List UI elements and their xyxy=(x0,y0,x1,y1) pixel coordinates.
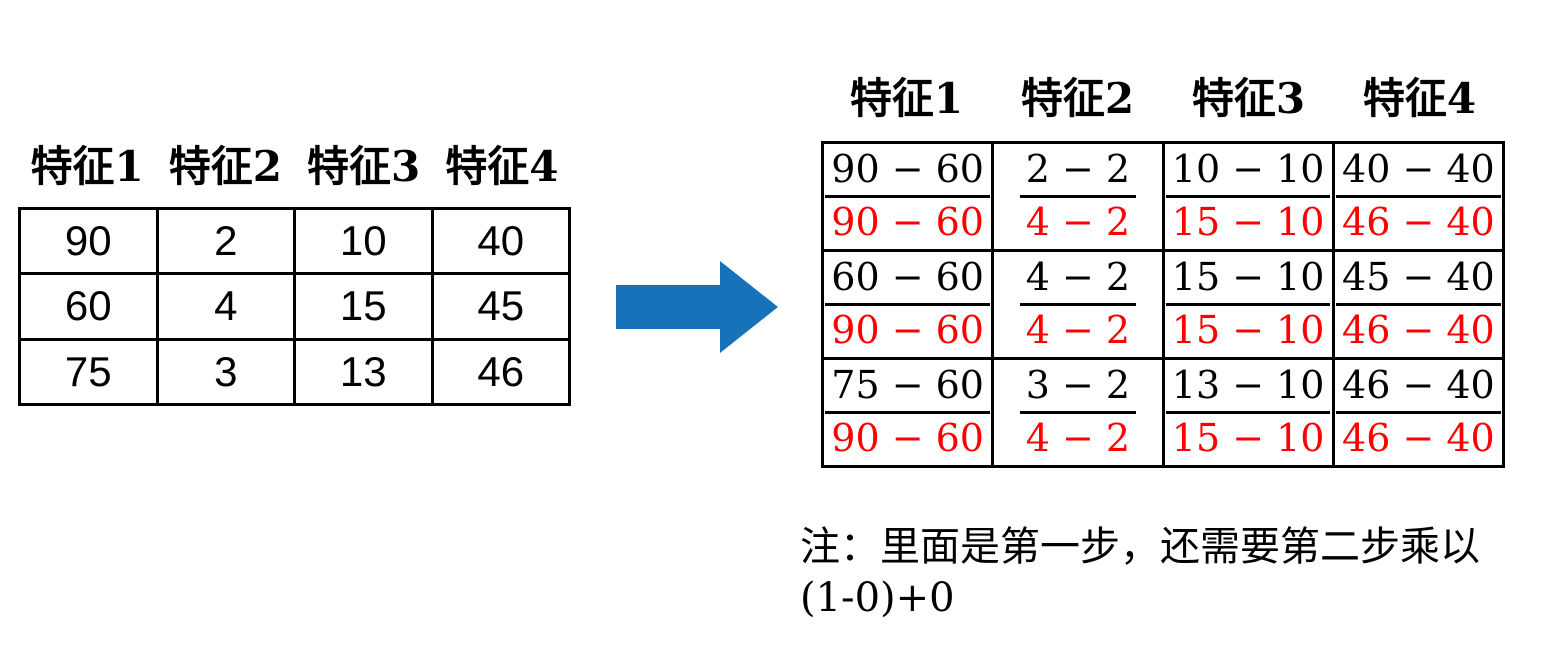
right-arrow-icon xyxy=(616,261,778,353)
fraction-cell: 4 − 2 4 − 2 xyxy=(994,252,1165,360)
fraction-denominator: 4 − 2 xyxy=(1025,200,1131,244)
fraction-cell: 60 − 60 90 − 60 xyxy=(824,252,995,360)
column-header-feature-3: 特征3 xyxy=(1191,73,1306,123)
fraction-denominator: 15 − 10 xyxy=(1171,200,1325,244)
footnote-line-1: 注：里面是第一步，还需要第二步乘以 xyxy=(800,524,1480,570)
fraction: 3 − 2 4 − 2 xyxy=(1019,364,1137,460)
fraction: 90 − 60 90 − 60 xyxy=(825,148,990,244)
table-cell: 2 xyxy=(158,210,296,276)
fraction-numerator: 40 − 40 xyxy=(1336,148,1501,198)
left-table-header-row: 特征1 特征2 特征3 特征4 xyxy=(18,138,571,190)
fraction-cell: 75 − 60 90 − 60 xyxy=(824,360,995,468)
fraction-numerator: 75 − 60 xyxy=(825,364,990,414)
column-header-feature-4: 特征4 xyxy=(1362,73,1477,123)
footnote: 注：里面是第一步，还需要第二步乘以 (1-0)+0 xyxy=(800,522,1530,624)
column-header-feature-4: 特征4 xyxy=(445,141,559,191)
fraction: 40 − 40 46 − 40 xyxy=(1336,148,1501,244)
fraction: 15 − 10 15 − 10 xyxy=(1165,256,1331,352)
fraction-cell: 90 − 60 90 − 60 xyxy=(824,144,995,252)
raw-data-table: 90 2 10 40 60 4 15 45 75 3 13 46 xyxy=(18,207,571,406)
table-cell: 4 xyxy=(158,275,296,341)
footnote-line-2: (1-0)+0 xyxy=(800,575,955,621)
fraction: 45 − 40 46 − 40 xyxy=(1336,256,1501,352)
fraction-denominator: 15 − 10 xyxy=(1171,308,1325,352)
fraction-denominator: 4 − 2 xyxy=(1025,416,1131,460)
fraction-denominator: 46 − 40 xyxy=(1342,200,1495,244)
fraction-numerator: 2 − 2 xyxy=(1019,148,1137,198)
fraction: 2 − 2 4 − 2 xyxy=(1019,148,1137,244)
table-cell: 3 xyxy=(158,340,296,406)
fraction-denominator: 46 − 40 xyxy=(1342,308,1495,352)
fraction-denominator: 90 − 60 xyxy=(831,308,984,352)
fraction-numerator: 13 − 10 xyxy=(1165,364,1331,414)
fraction-numerator: 4 − 2 xyxy=(1019,256,1137,306)
fraction-cell: 2 − 2 4 − 2 xyxy=(994,144,1165,252)
table-cell: 45 xyxy=(433,275,571,341)
table-cell: 60 xyxy=(21,275,159,341)
table-cell: 75 xyxy=(21,340,159,406)
table-cell: 40 xyxy=(433,210,571,276)
table-cell: 10 xyxy=(296,210,434,276)
fraction-numerator: 46 − 40 xyxy=(1336,364,1501,414)
table-cell: 13 xyxy=(296,340,434,406)
fraction: 46 − 40 46 − 40 xyxy=(1336,364,1501,460)
right-table-header-row: 特征1 特征2 特征3 特征4 xyxy=(821,72,1505,122)
fraction: 75 − 60 90 − 60 xyxy=(825,364,990,460)
fraction-cell: 15 − 10 15 − 10 xyxy=(1164,252,1335,360)
fraction-numerator: 45 − 40 xyxy=(1336,256,1501,306)
table-cell: 90 xyxy=(21,210,159,276)
column-header-feature-1: 特征1 xyxy=(30,141,144,191)
fraction-numerator: 60 − 60 xyxy=(825,256,990,306)
fraction-numerator: 3 − 2 xyxy=(1019,364,1137,414)
table-cell: 15 xyxy=(296,275,434,341)
fraction-cell: 10 − 10 15 − 10 xyxy=(1164,144,1335,252)
fraction-denominator: 15 − 10 xyxy=(1171,416,1325,460)
fraction: 13 − 10 15 − 10 xyxy=(1165,364,1331,460)
fraction: 10 − 10 15 − 10 xyxy=(1165,148,1331,244)
fraction: 4 − 2 4 − 2 xyxy=(1019,256,1137,352)
column-header-feature-2: 特征2 xyxy=(168,141,282,191)
fraction-cell: 46 − 40 46 − 40 xyxy=(1334,360,1505,468)
fraction-numerator: 10 − 10 xyxy=(1165,148,1331,198)
fraction-cell: 3 − 2 4 − 2 xyxy=(994,360,1165,468)
fraction-numerator: 90 − 60 xyxy=(825,148,990,198)
fraction-numerator: 15 − 10 xyxy=(1165,256,1331,306)
fraction: 60 − 60 90 − 60 xyxy=(825,256,990,352)
fraction-cell: 40 − 40 46 − 40 xyxy=(1334,144,1505,252)
table-cell: 46 xyxy=(433,340,571,406)
fraction-denominator: 46 − 40 xyxy=(1342,416,1495,460)
normalized-fraction-table: 90 − 60 90 − 60 2 − 2 4 − 2 10 − 10 15 −… xyxy=(821,141,1505,468)
fraction-denominator: 90 − 60 xyxy=(831,416,984,460)
fraction-denominator: 4 − 2 xyxy=(1025,308,1131,352)
fraction-cell: 45 − 40 46 − 40 xyxy=(1334,252,1505,360)
fraction-cell: 13 − 10 15 − 10 xyxy=(1164,360,1335,468)
fraction-denominator: 90 − 60 xyxy=(831,200,984,244)
column-header-feature-1: 特征1 xyxy=(849,73,964,123)
column-header-feature-2: 特征2 xyxy=(1020,73,1135,123)
column-header-feature-3: 特征3 xyxy=(307,141,421,191)
